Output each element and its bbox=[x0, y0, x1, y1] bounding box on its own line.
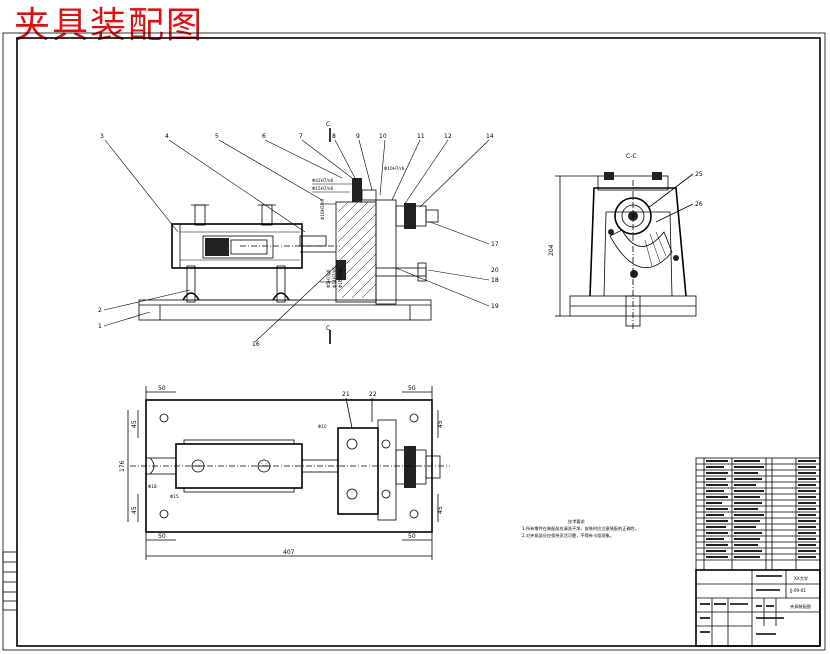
left-margin-strip bbox=[2, 551, 18, 611]
part-number: 19 bbox=[491, 303, 499, 310]
front-view-leaders bbox=[103, 139, 490, 343]
front-view bbox=[138, 128, 439, 344]
title-block: XX大学 JJ-09-01 夹具装配图 bbox=[695, 569, 821, 647]
front-fit-codes: Φ42H7/n6 Φ15H7/n6 Φ10H7/r6 Φ10H7/n6 Φ5H7… bbox=[312, 166, 405, 288]
section-view-label: C-C bbox=[626, 153, 637, 160]
tech-req-item: 2.对夹紧部分应保持灵活可靠，不得有卡阻现象。 bbox=[522, 532, 614, 539]
dimension: 204 bbox=[548, 244, 555, 256]
tech-req-title: 技术要求 bbox=[568, 518, 586, 525]
fit-code: Φ14H7/k6 bbox=[332, 267, 337, 288]
parts-list bbox=[695, 457, 821, 571]
fit-code: Φ10H7/r6 bbox=[384, 166, 405, 171]
part-number: 7 bbox=[299, 133, 303, 140]
fit-code: Φ42H7/n6 bbox=[312, 178, 334, 183]
cylinder-body bbox=[171, 223, 303, 269]
part-number: 1 bbox=[98, 323, 102, 330]
part-number: 9 bbox=[356, 133, 360, 140]
part-number: 12 bbox=[444, 133, 452, 140]
dimension: 50 bbox=[158, 533, 166, 540]
school-name: XX大学 bbox=[794, 575, 808, 582]
part-number: 26 bbox=[695, 201, 703, 208]
fit-code: Φ10H7/k6 bbox=[338, 267, 343, 288]
tech-requirements: 技术要求 1.所有零件在装配前应清洗干净，安装时应注意装配的正确性。 2.对夹紧… bbox=[522, 518, 639, 539]
hole-label: Φ15 bbox=[170, 494, 179, 499]
dimension: 50 bbox=[408, 385, 416, 392]
part-number: 10 bbox=[379, 133, 387, 140]
hole-label: Φ18 bbox=[148, 484, 157, 489]
part-number: 22 bbox=[369, 391, 377, 398]
fit-code: Φ10H7/n6 bbox=[320, 198, 325, 220]
outer-border bbox=[2, 32, 826, 651]
part-number: 3 bbox=[100, 133, 104, 140]
part-number: 4 bbox=[165, 133, 169, 140]
page-title: 夹具装配图 bbox=[14, 5, 205, 46]
part-number: 5 bbox=[215, 133, 219, 140]
drawing-number: JJ-09-01 bbox=[789, 588, 806, 593]
dimension: 176 bbox=[119, 460, 126, 472]
part-number: 25 bbox=[695, 171, 703, 178]
part-number: 14 bbox=[486, 133, 494, 140]
fit-code: Φ15H7/n6 bbox=[312, 186, 334, 191]
section-mark: C bbox=[326, 325, 330, 332]
front-part-numbers: 3 4 5 6 7 8 9 10 11 12 14 17 18 19 20 2 … bbox=[98, 121, 499, 348]
dimension: 45 bbox=[131, 420, 138, 428]
inner-border bbox=[16, 37, 821, 647]
fit-code: Φ5H7/g6 bbox=[326, 269, 331, 288]
section-mark: C bbox=[326, 121, 330, 128]
part-number: 8 bbox=[332, 133, 336, 140]
dimension: 45 bbox=[131, 506, 138, 514]
base-plate bbox=[138, 299, 432, 321]
dimension: 45 bbox=[437, 420, 444, 428]
dimension: 407 bbox=[283, 549, 295, 556]
part-number: 17 bbox=[491, 241, 499, 248]
part-number: 16 bbox=[252, 341, 260, 348]
dimension: 45 bbox=[437, 506, 444, 514]
side-view: C-C 204 bbox=[548, 153, 703, 330]
dimension: 50 bbox=[158, 385, 166, 392]
hole-label: Φ10 bbox=[318, 424, 327, 429]
part-number: 2 bbox=[98, 307, 102, 314]
part-number: 20 bbox=[491, 267, 499, 274]
part-number: 21 bbox=[342, 391, 350, 398]
part-number: 6 bbox=[262, 133, 266, 140]
tech-req-item: 1.所有零件在装配前应清洗干净，安装时应注意装配的正确性。 bbox=[522, 525, 639, 532]
part-number: 18 bbox=[491, 277, 499, 284]
dimension: 50 bbox=[408, 533, 416, 540]
top-view: 50 50 45 45 176 45 45 50 50 407 Φ10 Φ18 … bbox=[119, 385, 450, 560]
part-number: 11 bbox=[417, 133, 425, 140]
drawing-name: 夹具装配图 bbox=[790, 603, 811, 610]
